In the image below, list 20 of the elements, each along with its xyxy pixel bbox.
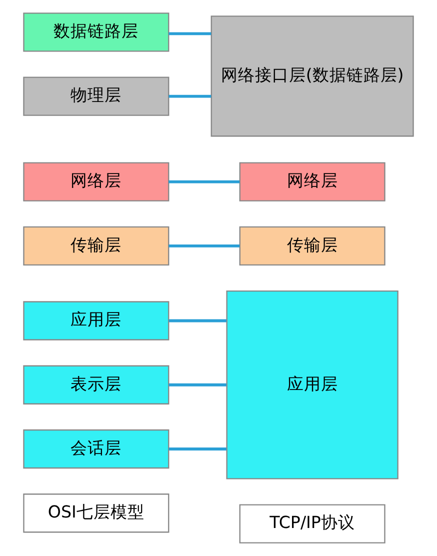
node-box: 物理层 bbox=[23, 76, 170, 116]
connector bbox=[168, 180, 240, 184]
connector bbox=[168, 383, 226, 386]
connector bbox=[168, 244, 240, 248]
connector bbox=[168, 448, 226, 450]
node-box: 应用层 bbox=[23, 301, 170, 340]
node-box: 传输层 bbox=[239, 226, 386, 266]
connector bbox=[168, 319, 226, 322]
connector bbox=[168, 32, 212, 36]
node-box: 表示层 bbox=[23, 365, 170, 404]
node-box: TCP/IP协议 bbox=[239, 504, 386, 544]
node-box: 传输层 bbox=[23, 226, 170, 266]
node-box: 网络接口层(数据链路层) bbox=[210, 16, 414, 137]
node-box: 应用层 bbox=[226, 290, 398, 480]
node-box: 网络层 bbox=[23, 162, 170, 202]
node-box: 会话层 bbox=[23, 429, 170, 469]
node-box: 网络层 bbox=[239, 162, 386, 202]
node-box: OSI七层模型 bbox=[23, 494, 170, 533]
connector bbox=[168, 94, 212, 98]
node-box: 数据链路层 bbox=[23, 12, 170, 52]
